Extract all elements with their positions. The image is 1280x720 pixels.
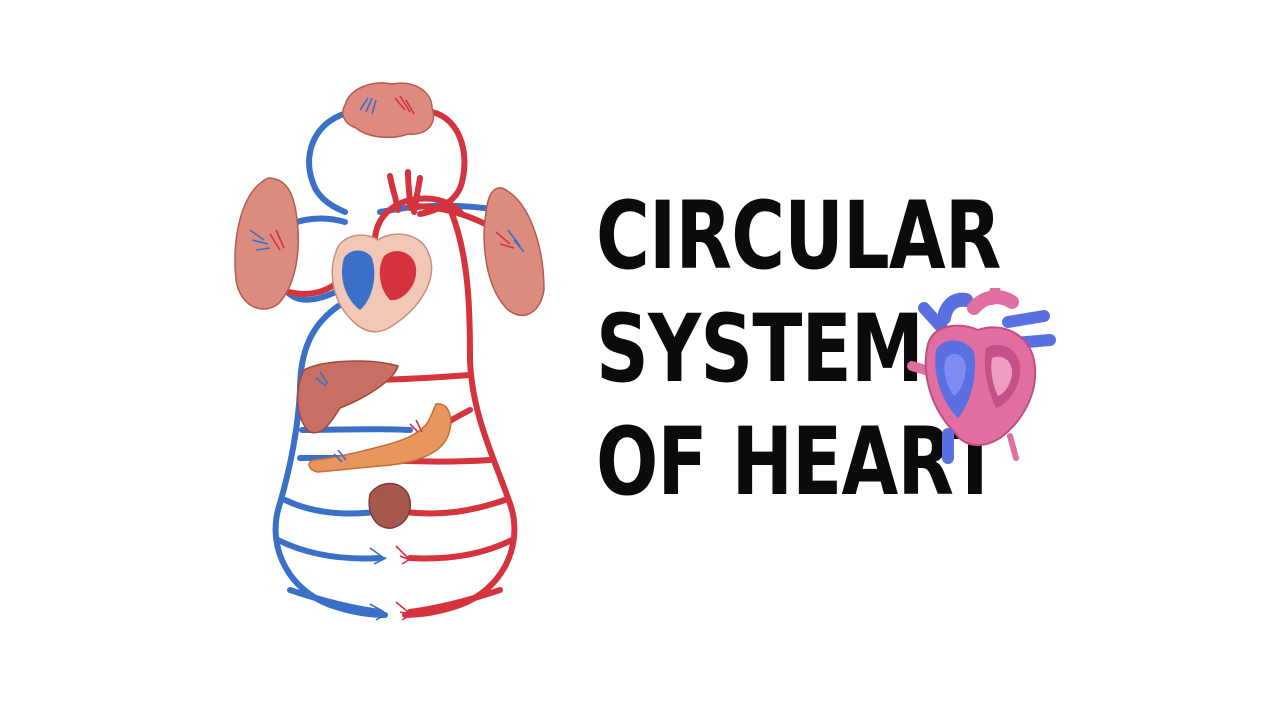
title-block: CIRCULAR SYSTEM OF HEART xyxy=(596,180,1016,519)
circulatory-system-illustration xyxy=(234,82,545,621)
title-line-2: SYSTEM xyxy=(596,295,924,404)
anatomical-heart-icon xyxy=(907,288,1056,464)
title-line-1: CIRCULAR xyxy=(596,182,1001,291)
title-line-3: OF HEART xyxy=(596,408,1000,517)
